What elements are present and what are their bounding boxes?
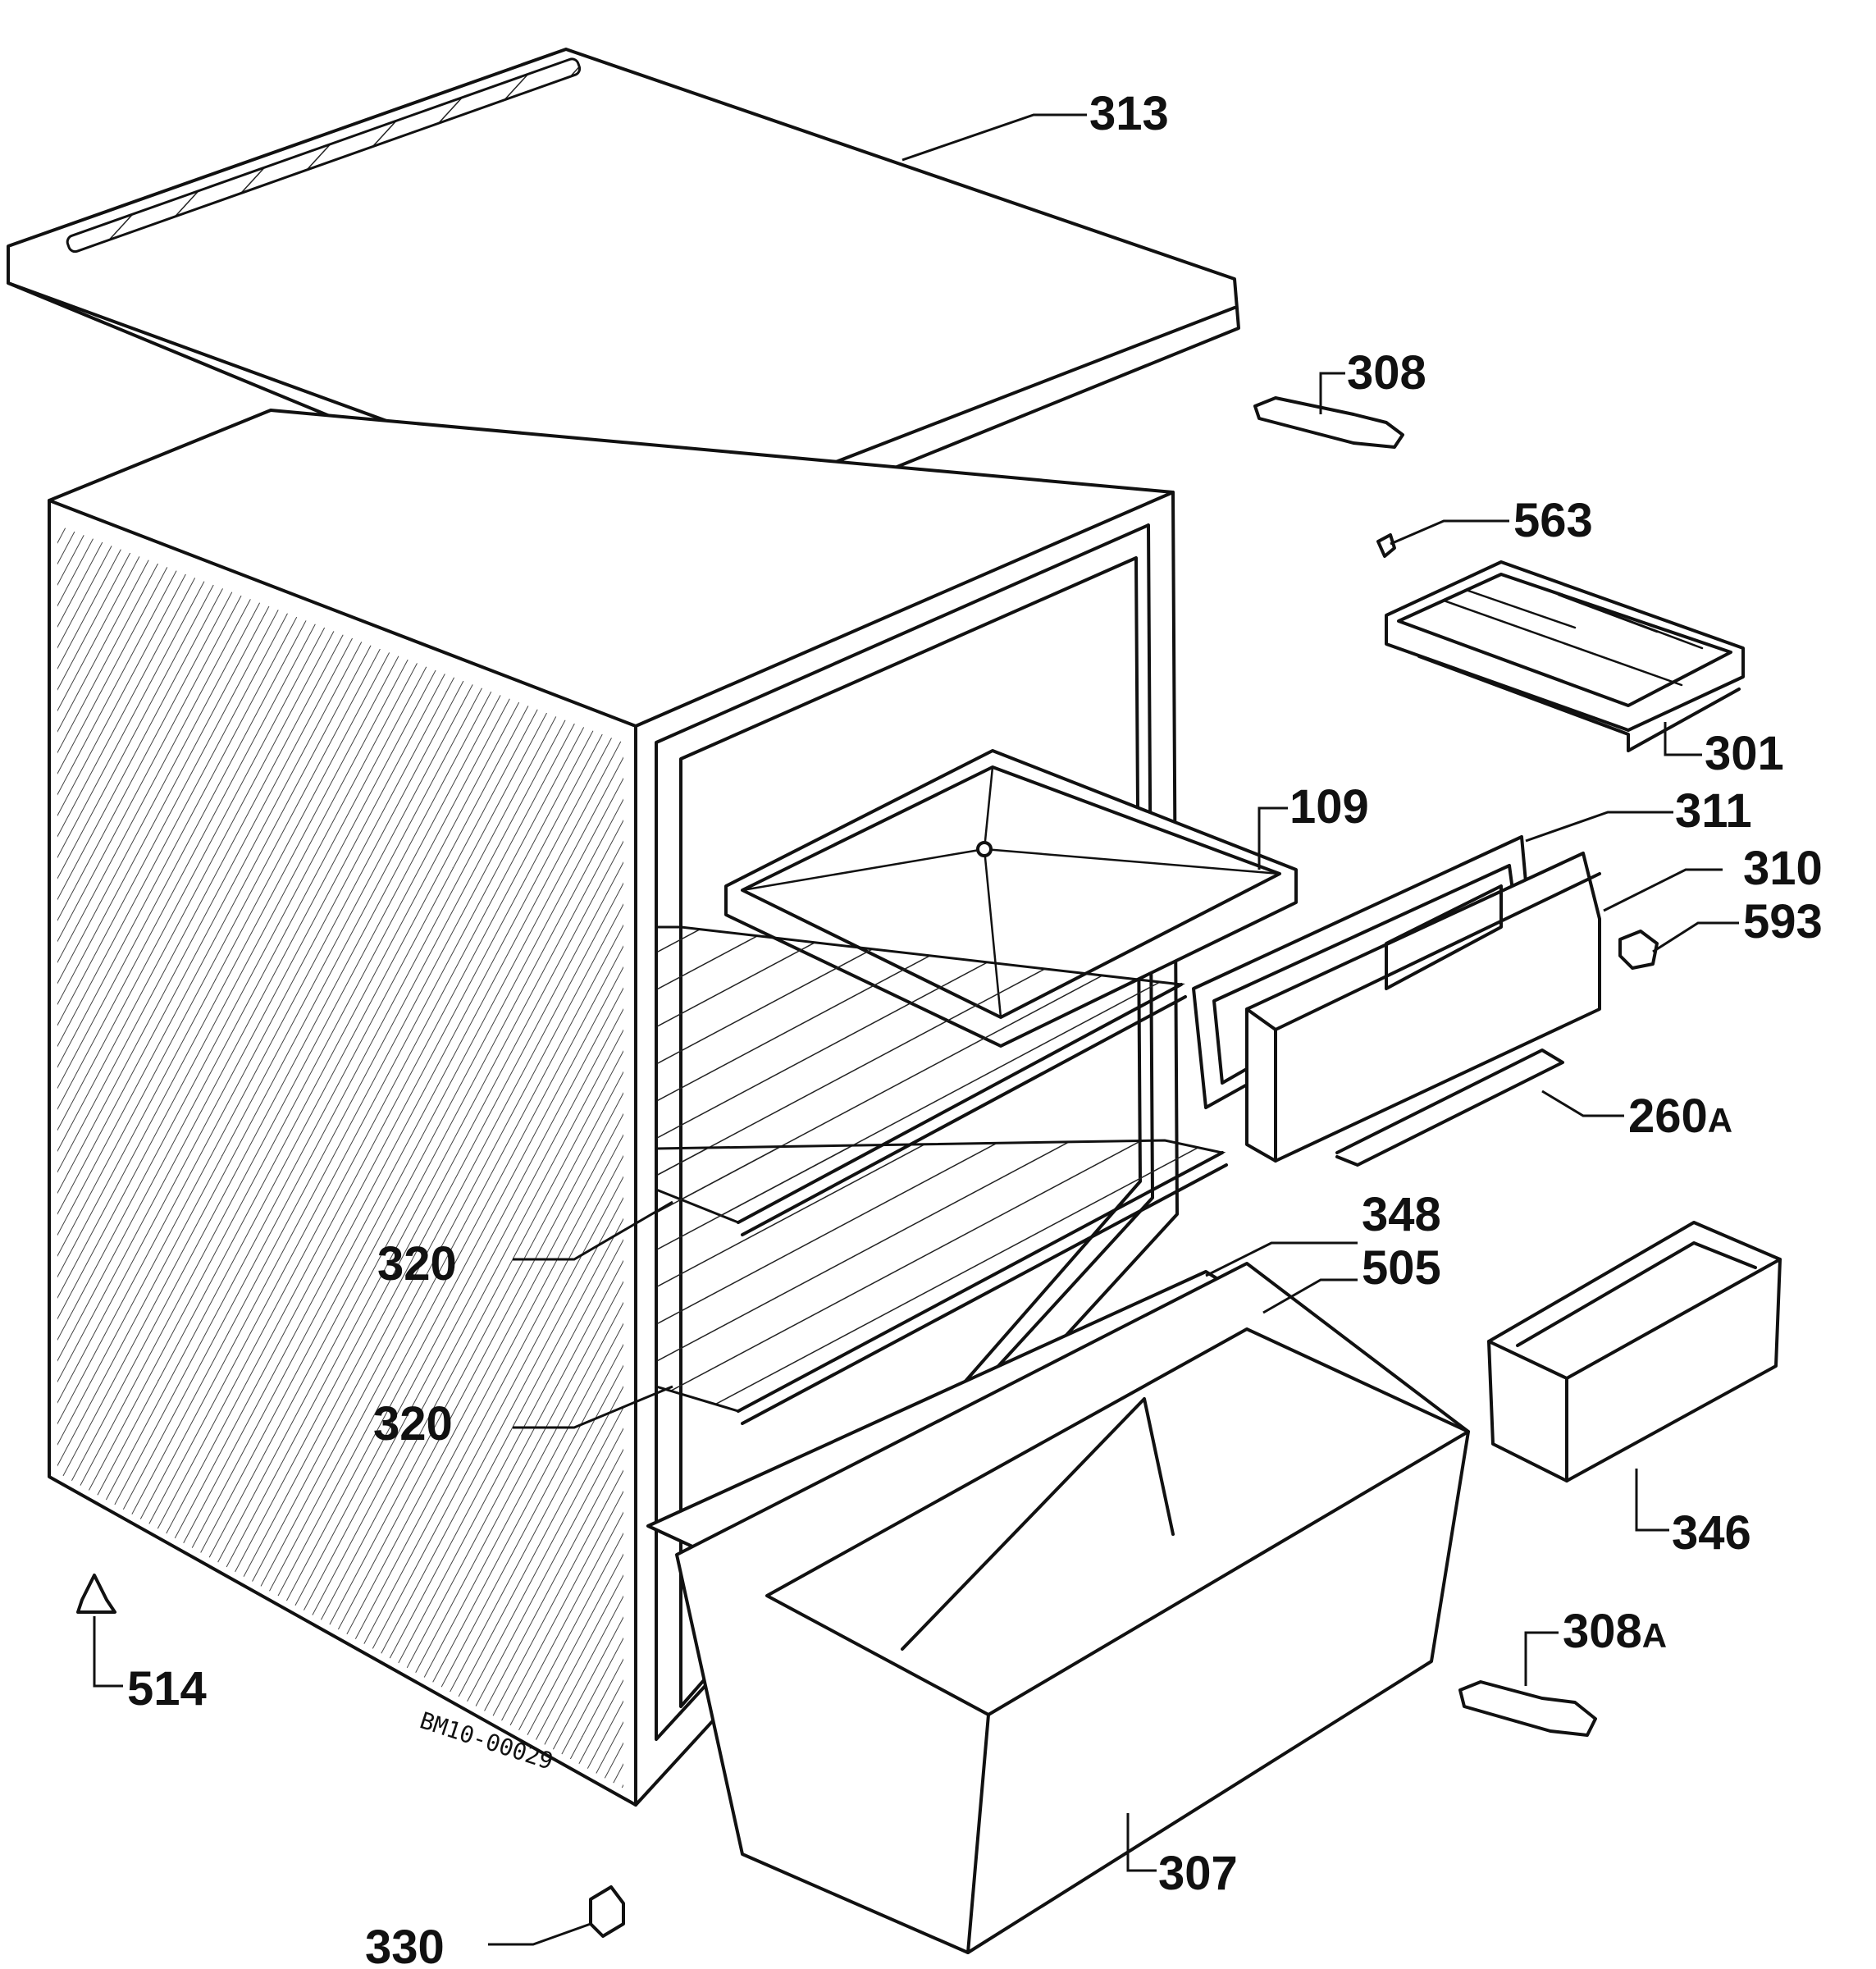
- hinge-upper-308: [1253, 396, 1404, 449]
- callout-307: 307: [1158, 1847, 1238, 1900]
- callout-593: 593: [1743, 895, 1823, 948]
- callout-346: 346: [1672, 1506, 1751, 1560]
- ice-cube-tray-301: [1385, 560, 1745, 752]
- callout-313: 313: [1089, 87, 1169, 140]
- callout-514: 514: [127, 1662, 207, 1715]
- callout-563: 563: [1513, 494, 1593, 547]
- callout-330: 330: [365, 1921, 445, 1969]
- screw-593: [1618, 930, 1659, 970]
- callout-301: 301: [1705, 727, 1784, 780]
- callout-308A: 308A: [1563, 1605, 1667, 1658]
- callout-260A: 260A: [1628, 1090, 1732, 1143]
- callout-labels: 313 308 563 301 109 311 310 593 260A 348…: [127, 87, 1823, 1969]
- butter-dish-346: [1487, 1221, 1782, 1482]
- callout-505: 505: [1362, 1241, 1441, 1295]
- callout-310: 310: [1743, 842, 1823, 895]
- door-hinge-wire-260A: [1335, 1048, 1564, 1167]
- freezer-door-310: [1245, 852, 1601, 1163]
- leader-lines: [93, 113, 1739, 1946]
- callout-320-upper: 320: [377, 1237, 457, 1291]
- screw-563: [1376, 533, 1396, 558]
- cover-vent-slots: [66, 57, 582, 254]
- crisper-drawer-307: [675, 1262, 1470, 1954]
- hinge-lower-308A: [1458, 1680, 1597, 1737]
- callout-311: 311: [1675, 784, 1752, 838]
- callout-348: 348: [1362, 1188, 1441, 1241]
- top-cover-313: [7, 48, 1240, 560]
- leveling-foot-330: [589, 1885, 625, 1938]
- callout-320-lower: 320: [373, 1397, 453, 1450]
- callout-308: 308: [1347, 346, 1426, 400]
- foot-514: [76, 1574, 116, 1614]
- callout-109: 109: [1289, 780, 1369, 834]
- shelf-lower-320: [655, 1139, 1228, 1425]
